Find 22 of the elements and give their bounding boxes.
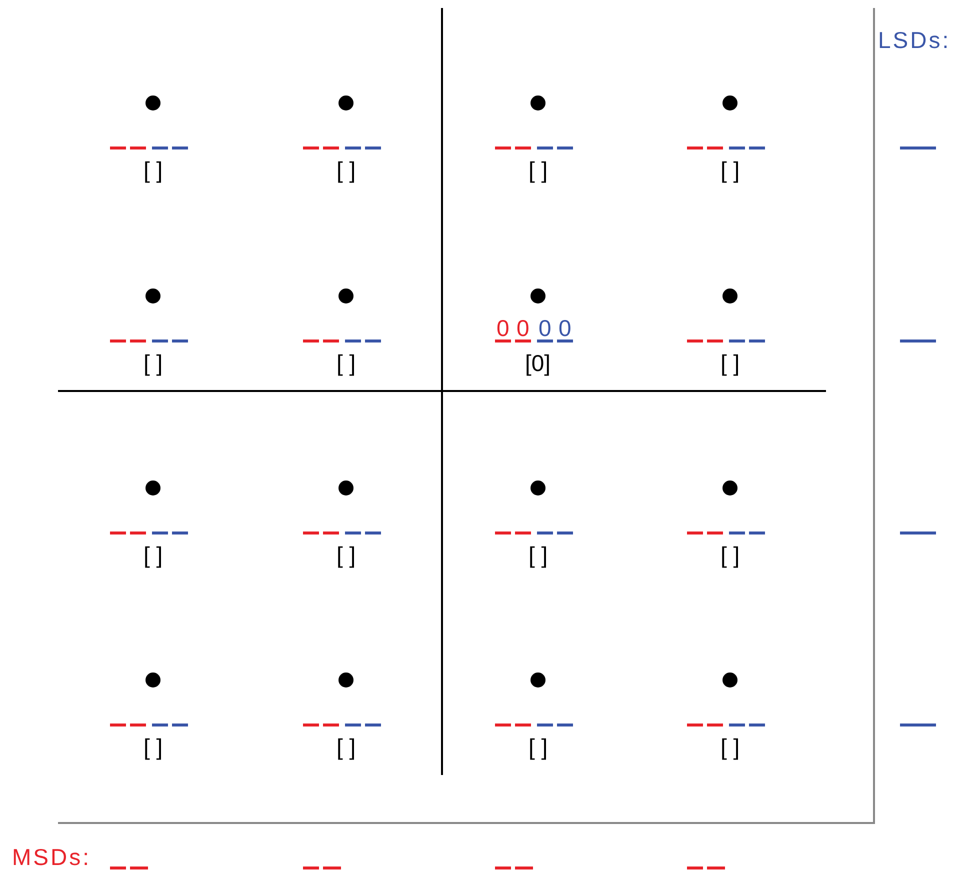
bit-digit: 0 [516,316,530,340]
bit-bracket: [ ] [144,352,163,374]
axis-title: MSDs: [12,846,91,868]
bit-digit: 0 [496,316,510,340]
bit-bracket: [ ] [144,736,163,758]
bit-bracket: [ ] [336,158,356,182]
bit-digit: 0 [538,316,552,340]
bit-bracket: [ ] [720,544,740,566]
bit-bracket: [ ] [336,736,356,758]
bit-digit: 0 [558,316,572,340]
bit-bracket: [ ] [144,158,163,182]
bit-bracket: [ ] [336,544,356,566]
bit-bracket: [0] [525,352,551,374]
axis-title: LSDs: [878,28,951,52]
bit-bracket: [ ] [720,736,740,758]
bit-bracket: [ ] [528,158,548,182]
bit-bracket: [ ] [720,352,740,374]
bit-bracket: [ ] [720,158,740,182]
bit-bracket: [ ] [528,544,548,566]
bit-bracket: [ ] [528,736,548,758]
bit-bracket: [ ] [336,352,356,374]
bit-bracket: [ ] [144,544,163,566]
